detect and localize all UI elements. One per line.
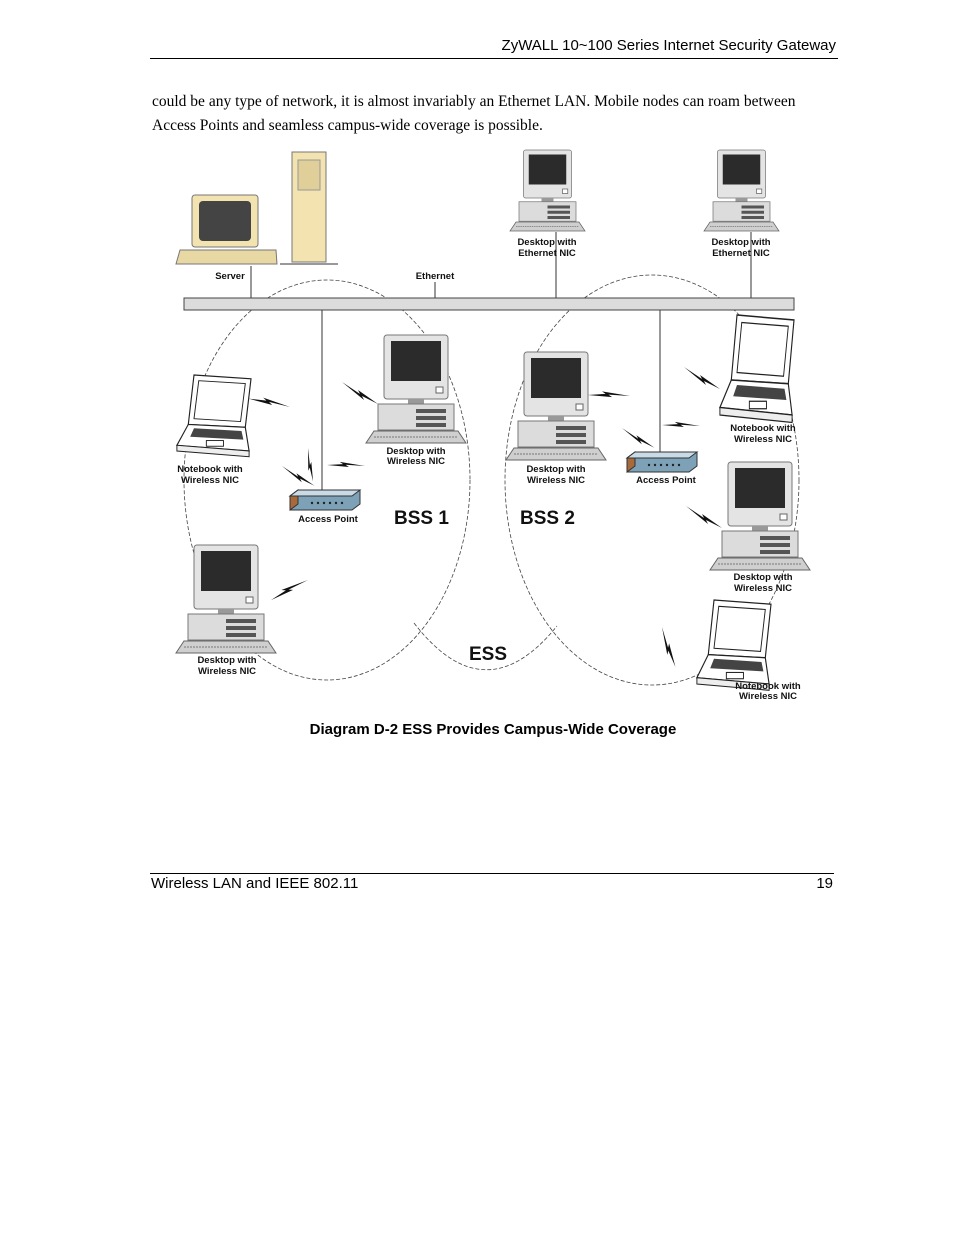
- bss2-desktop-right-label: Desktop with: [733, 572, 792, 583]
- bss2-desktop-label: Wireless NIC: [527, 475, 585, 486]
- bss1-access-point-icon: [289, 489, 361, 511]
- bss1-desktop-bottom-icon: [175, 544, 277, 654]
- bss1-desktop-top-label: Wireless NIC: [387, 456, 445, 467]
- bss1-ap-label: Access Point: [298, 514, 358, 525]
- bss2-desktop-icon: [505, 351, 607, 461]
- bss2-desktop-right-label: Wireless NIC: [734, 583, 792, 594]
- server-tower-icon: [280, 151, 338, 265]
- bss2-notebook-bottom-label: Wireless NIC: [739, 691, 797, 702]
- ess-coverage: [413, 622, 558, 671]
- server-label: Server: [215, 271, 245, 282]
- radio-signal-icon: [647, 627, 690, 667]
- bss1-coverage: [183, 279, 471, 681]
- ethernet-desktop-2-icon: [703, 149, 780, 232]
- running-header: ZyWALL 10~100 Series Internet Security G…: [501, 37, 836, 54]
- bss1-notebook-label: Wireless NIC: [181, 475, 239, 486]
- bss2-notebook-bottom-label: Notebook with: [735, 681, 801, 692]
- bss2-label: BSS 2: [520, 508, 575, 529]
- bss1-desktop-bottom-label: Desktop with: [197, 655, 256, 666]
- bss1-desktop-top-icon: [365, 334, 467, 444]
- radio-signal-icon: [686, 506, 722, 528]
- ess-diagram: Server Ethernet Desktop with Ethernet NI…: [175, 149, 811, 702]
- footer-section: Wireless LAN and IEEE 802.11: [151, 875, 359, 892]
- eth-desktop-2-label: Desktop with: [711, 237, 770, 248]
- eth-desktop-1-label: Desktop with: [517, 237, 576, 248]
- radio-signal-icon: [587, 376, 630, 414]
- bss2-coverage: [504, 274, 800, 686]
- bss2-notebook-top-label: Wireless NIC: [734, 434, 792, 445]
- bss1-desktop-top-label: Desktop with: [386, 446, 445, 457]
- radio-signal-icon: [327, 448, 365, 483]
- bss2-notebook-bottom-icon: [696, 599, 772, 691]
- bss2-notebook-top-icon: [719, 314, 795, 424]
- radio-signal-icon: [248, 386, 290, 420]
- body-paragraph: could be any type of network, it is almo…: [152, 93, 796, 134]
- bss1-desktop-bottom-label: Wireless NIC: [198, 666, 256, 677]
- ethernet-label: Ethernet: [416, 271, 455, 282]
- bss1-label: BSS 1: [394, 508, 449, 529]
- radio-signal-icon: [662, 408, 700, 443]
- ethernet-desktop-1-icon: [509, 149, 586, 232]
- bss2-access-point-icon: [626, 451, 698, 473]
- bss1-notebook-icon: [176, 374, 252, 458]
- radio-signal-icon: [270, 569, 308, 612]
- bss2-desktop-label: Desktop with: [526, 464, 585, 475]
- footer-rule: [150, 873, 834, 874]
- radio-signal-icon: [342, 382, 378, 404]
- ess-label: ESS: [469, 644, 507, 665]
- eth-desktop-2-label: Ethernet NIC: [712, 248, 770, 259]
- ethernet-backbone: [183, 297, 795, 311]
- page-number: 19: [816, 875, 833, 892]
- radio-signal-icon: [282, 466, 315, 486]
- bss1-notebook-label: Notebook with: [177, 464, 243, 475]
- header-rule: [150, 58, 838, 59]
- diagram-caption: Diagram D-2 ESS Provides Campus-Wide Cov…: [309, 721, 677, 738]
- bss2-notebook-top-label: Notebook with: [730, 423, 796, 434]
- eth-desktop-1-label: Ethernet NIC: [518, 248, 576, 259]
- radio-signal-icon: [684, 367, 720, 389]
- radio-signal-icon: [622, 428, 655, 448]
- server-terminal-icon: [175, 194, 278, 265]
- bss2-ap-label: Access Point: [636, 475, 696, 486]
- bss2-desktop-right-icon: [709, 461, 811, 571]
